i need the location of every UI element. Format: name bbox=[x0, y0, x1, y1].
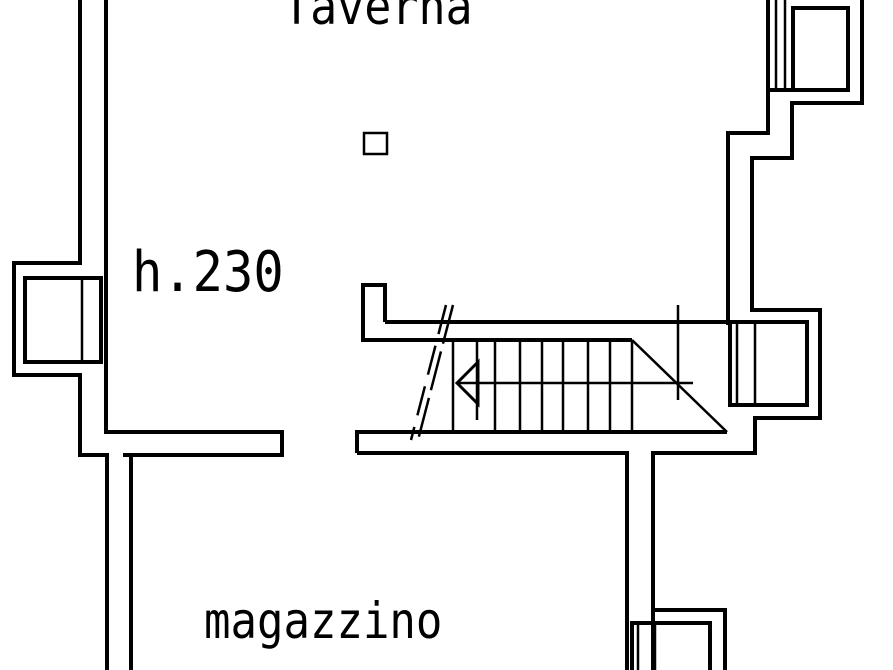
stair-enclosure bbox=[361, 283, 730, 342]
arrow-left-icon bbox=[454, 358, 480, 408]
central-wall bbox=[355, 0, 864, 670]
right-window bbox=[728, 320, 809, 407]
room-label-taverna: Taverna bbox=[283, 0, 473, 36]
bottom-window bbox=[630, 621, 712, 670]
column-pillar bbox=[362, 131, 389, 156]
left-wall bbox=[12, 0, 284, 670]
room-label-magazzino: magazzino bbox=[204, 592, 443, 650]
ceiling-height-label: h.230 bbox=[132, 240, 284, 305]
top-right-window bbox=[768, 0, 850, 92]
section-break-line bbox=[409, 304, 448, 441]
staircase bbox=[409, 304, 728, 441]
stair-landing-diagonal bbox=[631, 339, 728, 433]
left-window bbox=[23, 276, 103, 364]
section-break-line bbox=[416, 304, 455, 441]
